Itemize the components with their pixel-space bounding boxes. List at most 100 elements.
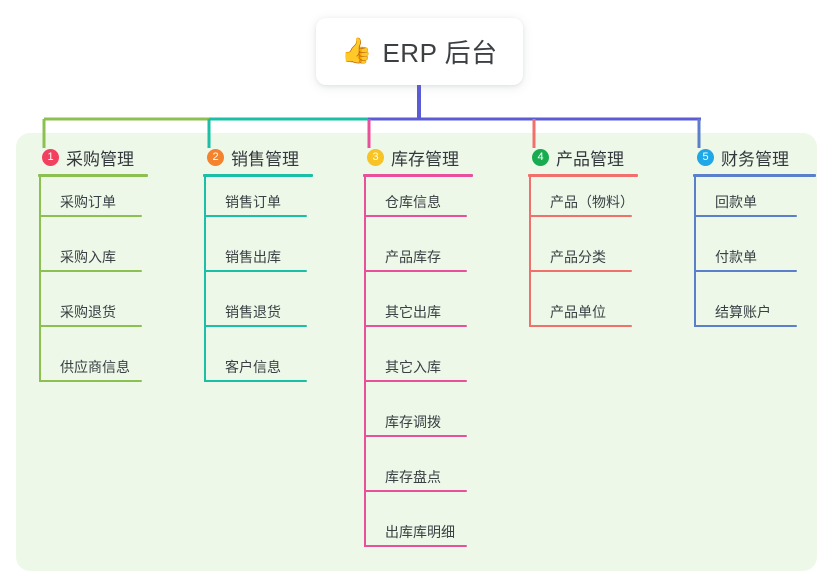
leaf-underline: [364, 325, 467, 327]
leaf-label: 客户信息: [225, 359, 281, 375]
branch-number-badge: 2: [207, 148, 224, 166]
branch-spine: [204, 177, 206, 382]
branch-column-1: 1 采购管理采购订单采购入库采购退货供应商信息: [38, 145, 198, 397]
branch-spine: [694, 177, 696, 327]
leaf-item[interactable]: 客户信息: [203, 342, 363, 397]
leaf-label: 供应商信息: [60, 359, 130, 375]
leaf-item[interactable]: 产品单位: [528, 287, 688, 342]
branch-header-3[interactable]: 3 库存管理: [363, 145, 523, 169]
leaf-underline: [204, 380, 307, 382]
branch-underline: [693, 174, 816, 177]
leaf-label: 销售订单: [225, 194, 281, 210]
leaf-label: 采购退货: [60, 304, 116, 320]
leaf-item[interactable]: 销售订单: [203, 177, 363, 232]
root-node[interactable]: 👍 ERP 后台: [316, 18, 523, 85]
leaf-item[interactable]: 其它出库: [363, 287, 523, 342]
leaf-underline: [364, 545, 467, 547]
leaf-label: 出库库明细: [385, 524, 455, 540]
branch-leaf-list: 仓库信息产品库存其它出库其它入库库存调拨库存盘点出库库明细: [363, 177, 523, 562]
leaf-label: 付款单: [715, 249, 757, 265]
leaf-item[interactable]: 其它入库: [363, 342, 523, 397]
branch-header-5[interactable]: 5 财务管理: [693, 145, 839, 169]
leaf-underline: [364, 380, 467, 382]
leaf-underline: [694, 215, 797, 217]
branch-spine: [364, 177, 366, 547]
leaf-label: 库存盘点: [385, 469, 441, 485]
branch-spine: [529, 177, 531, 327]
leaf-label: 仓库信息: [385, 194, 441, 210]
leaf-underline: [39, 380, 142, 382]
leaf-item[interactable]: 供应商信息: [38, 342, 198, 397]
leaf-item[interactable]: 产品库存: [363, 232, 523, 287]
leaf-label: 产品库存: [385, 249, 441, 265]
leaf-item[interactable]: 采购订单: [38, 177, 198, 232]
leaf-label: 销售退货: [225, 304, 281, 320]
leaf-item[interactable]: 产品分类: [528, 232, 688, 287]
leaf-underline: [529, 270, 632, 272]
branch-underline: [203, 174, 313, 177]
branch-number-badge: 5: [697, 148, 714, 166]
leaf-label: 其它入库: [385, 359, 441, 375]
leaf-label: 结算账户: [715, 304, 771, 320]
branch-title: 采购管理: [66, 149, 134, 169]
leaf-label: 其它出库: [385, 304, 441, 320]
branch-column-4: 4 产品管理产品（物料） 产品分类产品单位: [528, 145, 688, 342]
branch-spine: [39, 177, 41, 382]
branch-underline: [38, 174, 148, 177]
leaf-item[interactable]: 仓库信息: [363, 177, 523, 232]
leaf-item[interactable]: 采购入库: [38, 232, 198, 287]
leaf-underline: [39, 215, 142, 217]
branch-leaf-list: 回款单付款单结算账户: [693, 177, 839, 342]
branch-underline: [528, 174, 638, 177]
branch-title: 财务管理: [721, 149, 789, 169]
branch-number-badge: 4: [532, 148, 549, 166]
leaf-underline: [364, 270, 467, 272]
leaf-item[interactable]: 销售退货: [203, 287, 363, 342]
leaf-label: 产品（物料）: [550, 194, 634, 210]
leaf-item[interactable]: 库存调拨: [363, 397, 523, 452]
branch-title: 产品管理: [556, 149, 624, 169]
leaf-label: 库存调拨: [385, 414, 441, 430]
branch-column-5: 5 财务管理回款单付款单结算账户: [693, 145, 839, 342]
root-title: ERP 后台: [382, 38, 498, 68]
leaf-underline: [204, 325, 307, 327]
leaf-item[interactable]: 回款单: [693, 177, 839, 232]
leaf-item[interactable]: 出库库明细: [363, 507, 523, 562]
leaf-label: 采购订单: [60, 194, 116, 210]
thumbs-up-icon: 👍: [341, 37, 373, 65]
leaf-underline: [39, 270, 142, 272]
leaf-item[interactable]: 结算账户: [693, 287, 839, 342]
leaf-underline: [364, 490, 467, 492]
branch-number-badge: 1: [42, 148, 59, 166]
leaf-label: 产品单位: [550, 304, 606, 320]
leaf-underline: [204, 270, 307, 272]
leaf-item[interactable]: 付款单: [693, 232, 839, 287]
leaf-underline: [39, 325, 142, 327]
leaf-item[interactable]: 库存盘点: [363, 452, 523, 507]
branch-title: 库存管理: [391, 149, 459, 169]
leaf-item[interactable]: 采购退货: [38, 287, 198, 342]
branches-panel: [16, 133, 817, 571]
branch-leaf-list: 产品（物料） 产品分类产品单位: [528, 177, 688, 342]
branch-number-badge: 3: [367, 148, 384, 166]
branch-leaf-list: 销售订单销售出库销售退货客户信息: [203, 177, 363, 397]
leaf-label: 回款单: [715, 194, 757, 210]
branch-column-3: 3 库存管理仓库信息产品库存其它出库其它入库库存调拨库存盘点出库库明细: [363, 145, 523, 562]
leaf-underline: [529, 215, 632, 217]
leaf-underline: [529, 325, 632, 327]
leaf-underline: [694, 325, 797, 327]
leaf-item[interactable]: 产品（物料）: [528, 177, 688, 232]
leaf-underline: [364, 215, 467, 217]
branch-header-4[interactable]: 4 产品管理: [528, 145, 688, 169]
leaf-label: 采购入库: [60, 249, 116, 265]
branch-leaf-list: 采购订单采购入库采购退货供应商信息: [38, 177, 198, 397]
leaf-label: 销售出库: [225, 249, 281, 265]
branch-header-1[interactable]: 1 采购管理: [38, 145, 198, 169]
leaf-label: 产品分类: [550, 249, 606, 265]
leaf-underline: [364, 435, 467, 437]
leaf-item[interactable]: 销售出库: [203, 232, 363, 287]
branch-underline: [363, 174, 473, 177]
